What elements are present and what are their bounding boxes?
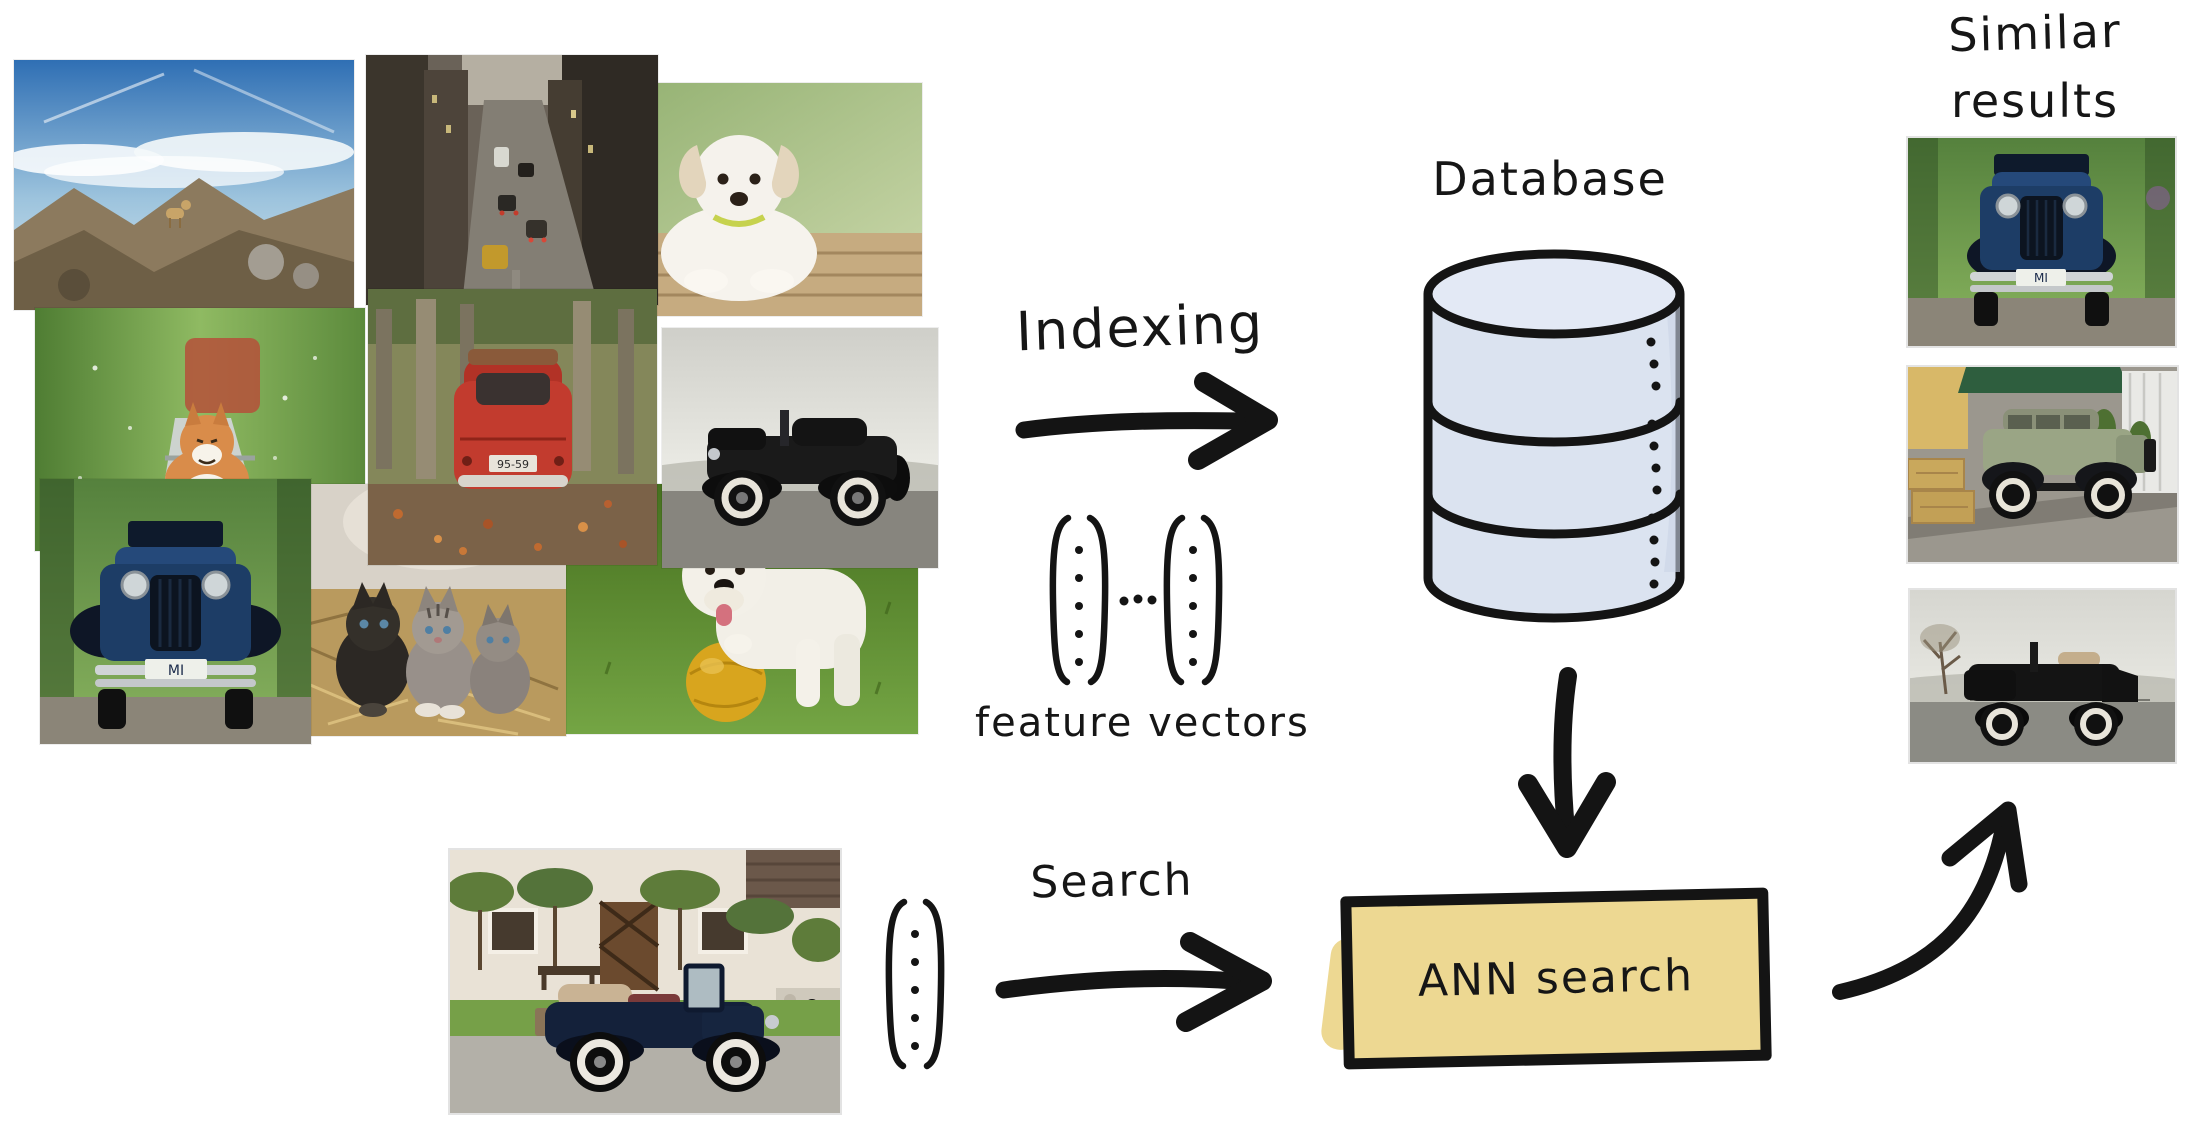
collage-photo-red-car: 95-59 (368, 289, 657, 565)
result-photo-black-roadster (1910, 590, 2175, 762)
license-plate-text: MI (168, 663, 184, 679)
feature-vector-1 (1049, 514, 1109, 686)
result-green-sedan-illustration (1908, 367, 2177, 562)
similar-results-label-line1: Similar (1947, 3, 2123, 63)
query-car-illustration (450, 850, 840, 1113)
ann-to-results-arrow (1832, 801, 2028, 1000)
hay-bales (1908, 458, 1975, 524)
query-photo (450, 850, 840, 1113)
black-car-illustration (662, 328, 938, 568)
blue-car-illustration: MI (40, 479, 311, 744)
search-arrow (995, 932, 1272, 1032)
collage-photo-city (366, 55, 658, 305)
indexing-label: Indexing (1014, 291, 1266, 364)
espalier-trees (450, 868, 840, 970)
query-vector (885, 898, 945, 1070)
database-dots (1646, 337, 1662, 589)
collage-photo-mountain (14, 60, 354, 310)
database-label: Database (1432, 152, 1668, 206)
city-illustration (366, 55, 658, 305)
search-label: Search (1029, 854, 1195, 909)
ann-search-label: ANN search (1417, 950, 1695, 1007)
ellipsis-dots (1119, 594, 1157, 606)
result-photo-blue-car: MI (1908, 138, 2175, 346)
database-to-ann-arrow (1518, 667, 1616, 858)
mountain-illustration (14, 60, 354, 310)
database-cylinder (1423, 249, 1685, 623)
ann-search-box: ANN search (1340, 887, 1772, 1070)
feature-vector-2 (1163, 514, 1223, 686)
result-blue-car-illustration: MI (1908, 138, 2175, 346)
feature-vectors-label: feature vectors (975, 700, 1310, 746)
license-plate-text: 95-59 (497, 458, 529, 471)
similar-results-label-line2: results (1950, 74, 2120, 128)
result-photo-green-sedan (1908, 367, 2177, 562)
indexing-arrow (1015, 372, 1278, 470)
collage-photo-black-car (662, 328, 938, 568)
license-plate-text: MI (2034, 271, 2048, 285)
result-black-roadster-illustration (1910, 590, 2175, 762)
collage-photo-blue-car: MI (40, 479, 311, 744)
red-car-illustration: 95-59 (368, 289, 657, 565)
